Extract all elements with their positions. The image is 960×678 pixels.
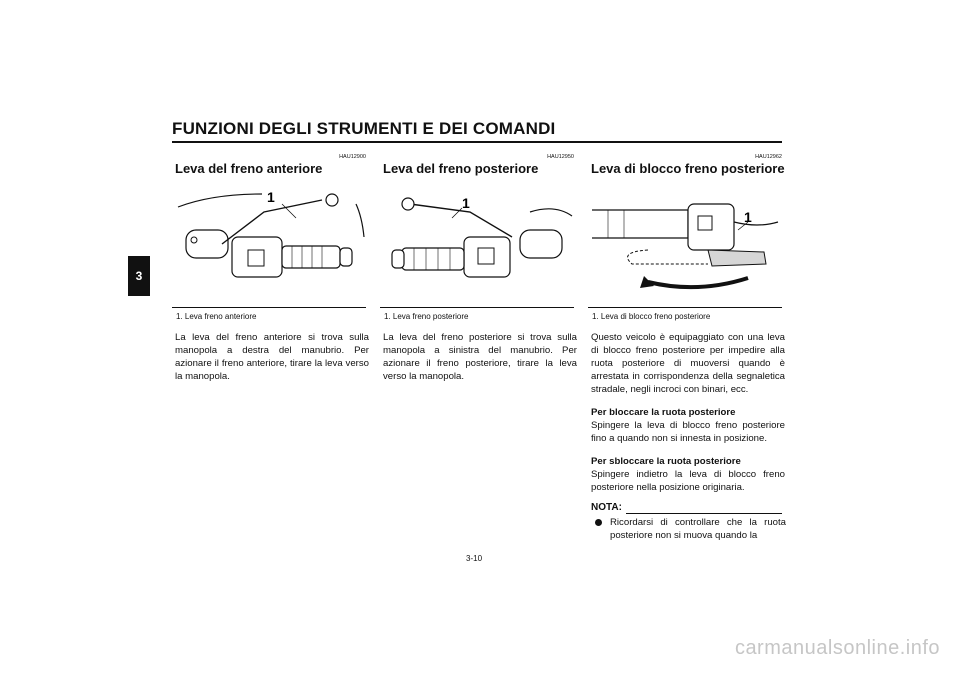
figure-caption: 1. Leva freno anteriore: [176, 312, 257, 321]
section-code: HAU12962: [755, 154, 782, 160]
section-heading: Leva di blocco freno posteriore: [591, 161, 785, 176]
section-heading: Leva del freno posteriore: [383, 161, 539, 176]
bullet-icon: [595, 519, 602, 526]
section-body: La leva del freno anteriore si trova sul…: [175, 332, 369, 382]
figure-caption: 1. Leva freno posteriore: [384, 312, 469, 321]
section-code: HAU12900: [339, 154, 366, 160]
section-body: La leva del freno posteriore si trova su…: [383, 332, 577, 382]
caption-rule: [588, 307, 782, 308]
section-code: HAU12950: [547, 154, 574, 160]
unlock-text: Spingere indietro la leva di blocco fren…: [591, 469, 785, 493]
chapter-tab: 3: [128, 256, 150, 296]
rear-brake-lock-lever-figure: 1: [588, 182, 782, 292]
note-bullet-text: Ricordarsi di controllare che la ruota p…: [610, 517, 786, 541]
figure-caption: 1. Leva di blocco freno posteriore: [592, 312, 711, 321]
figure-callout: 1: [744, 209, 752, 225]
figure-callout: 1: [267, 189, 275, 205]
watermark: carmanualsonline.info: [734, 637, 940, 659]
note-label: NOTA:: [591, 502, 622, 513]
title-rule: [172, 141, 782, 143]
front-brake-lever-figure: 1: [172, 182, 366, 292]
note-rule: [626, 513, 782, 514]
figure-callout: 1: [462, 195, 470, 211]
page-title: FUNZIONI DEGLI STRUMENTI E DEI COMANDI: [172, 119, 556, 138]
section-heading: Leva del freno anteriore: [175, 161, 323, 176]
unlock-heading: Per sbloccare la ruota posteriore: [591, 456, 741, 467]
page-number: 3-10: [466, 554, 483, 563]
caption-rule: [380, 307, 574, 308]
lock-text: Spingere la leva di blocco freno posteri…: [591, 420, 785, 444]
rear-brake-lever-figure: 1: [380, 182, 574, 292]
note-bullet: Ricordarsi di controllare che la ruota p…: [592, 516, 786, 542]
caption-rule: [172, 307, 366, 308]
section-body: Questo veicolo è equipaggiato con una le…: [591, 332, 785, 395]
lock-heading: Per bloccare la ruota posteriore: [591, 407, 736, 418]
